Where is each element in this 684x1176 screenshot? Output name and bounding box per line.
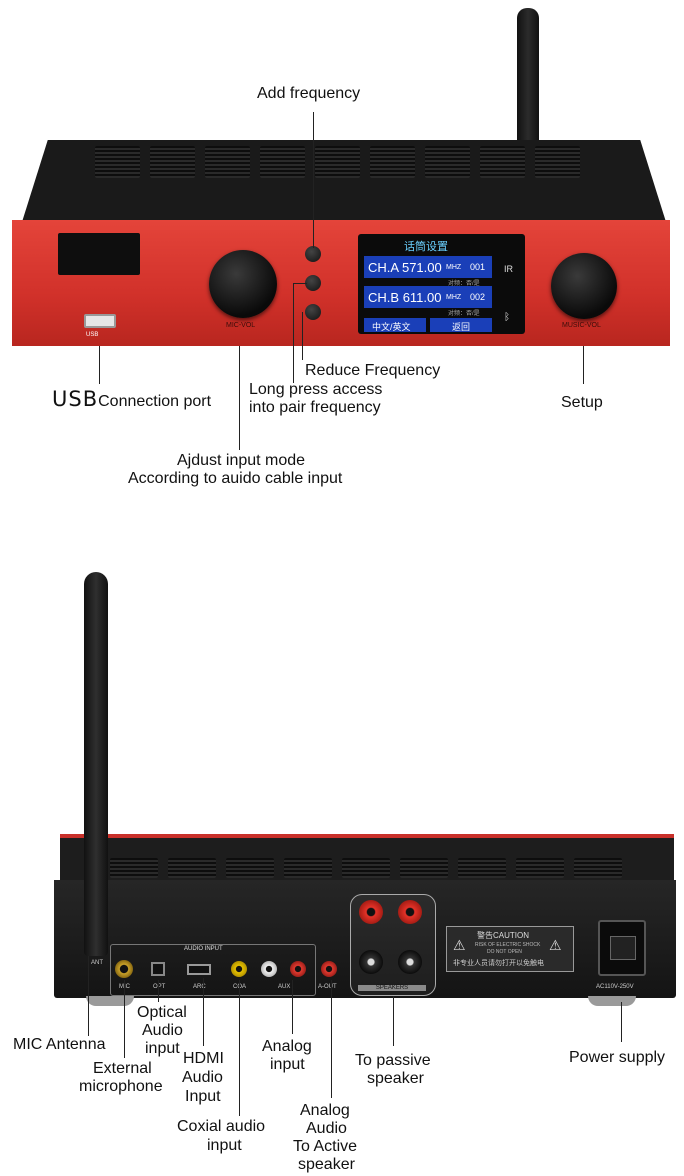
audio-input-label: AUDIO INPUT bbox=[184, 946, 223, 952]
annotation-ext-mic-1: External bbox=[93, 1060, 152, 1077]
optical-port[interactable] bbox=[151, 962, 165, 976]
screen-title: 话筒设置 bbox=[404, 241, 448, 253]
arc-label: ARC bbox=[193, 984, 206, 990]
music-vol-label: MUSIC-VOL bbox=[562, 322, 601, 329]
annotation-ext-mic-2: microphone bbox=[79, 1078, 163, 1095]
mic-vol-label: MIC-VOL bbox=[226, 322, 256, 329]
annotation-hdmi-2: Audio bbox=[182, 1069, 223, 1086]
ch-b-label: CH.B bbox=[368, 290, 400, 305]
hdmi-port[interactable] bbox=[187, 964, 211, 975]
speaker-post-black-right[interactable] bbox=[398, 950, 422, 974]
annotation-passive-2: speaker bbox=[367, 1070, 424, 1087]
ir-indicator: IR bbox=[504, 264, 513, 274]
annotation-usb-rest: Connection port bbox=[98, 393, 212, 410]
annotation-adjust-2: According to auido cable input bbox=[128, 470, 343, 487]
mic-vol-knob[interactable] bbox=[209, 250, 277, 318]
lcd-screen: 话筒设置 CH.A 571.00 MHZ 001 对频：否/是 CH.B 611… bbox=[358, 234, 525, 334]
coaxial-jack[interactable] bbox=[231, 961, 247, 977]
caution-title: 警告CAUTION bbox=[477, 931, 529, 940]
annotation-mic-antenna: MIC Antenna bbox=[13, 1036, 106, 1053]
caution-label: ⚠ ⚠ 警告CAUTION RISK OF ELECTRIC SHOCK DO … bbox=[446, 926, 574, 972]
annotation-long-press-2: into pair frequency bbox=[249, 399, 381, 416]
annotation-adjust-1: Ajdust input mode bbox=[177, 452, 306, 469]
annotation-hdmi-3: Input bbox=[185, 1088, 221, 1105]
annotation-hdmi-1: HDMI bbox=[183, 1050, 224, 1067]
reduce-frequency-button[interactable] bbox=[305, 304, 321, 320]
caution-chinese: 非专业人员请勿打开以免触电 bbox=[453, 960, 544, 967]
aux-jack-red[interactable] bbox=[290, 961, 306, 977]
annotation-passive-1: To passive bbox=[355, 1052, 431, 1069]
aux-label: AUX bbox=[278, 984, 291, 990]
ch-a-num: 001 bbox=[470, 262, 486, 272]
annotation-usb: USBConnection port bbox=[52, 387, 212, 411]
ch-a-unit: MHZ bbox=[446, 264, 462, 271]
power-rating-label: AC110V-250V bbox=[596, 984, 634, 990]
annotation-setup: Setup bbox=[561, 394, 603, 411]
mic-jack[interactable] bbox=[115, 960, 133, 978]
speaker-post-black-left[interactable] bbox=[359, 950, 383, 974]
power-inlet[interactable] bbox=[598, 920, 646, 976]
annotation-optical-1: Optical bbox=[137, 1004, 187, 1021]
front-antenna bbox=[517, 8, 539, 142]
annotation-coax-1: Coxial audio bbox=[177, 1118, 266, 1135]
bluetooth-icon: ᛒ bbox=[504, 312, 510, 323]
annotation-analog-2: input bbox=[270, 1056, 305, 1073]
ch-b-sub: 对频：否/是 bbox=[448, 311, 480, 317]
add-frequency-button[interactable] bbox=[305, 246, 321, 262]
annotation-analog-1: Analog bbox=[262, 1038, 312, 1055]
opt-label: OPT bbox=[153, 984, 166, 990]
caution-line-2: DO NOT OPEN bbox=[487, 949, 522, 955]
warning-triangle-icon-right: ⚠ bbox=[549, 937, 562, 953]
screen-btn-left: 中文/英文 bbox=[372, 322, 411, 332]
annotation-usb-big: USB bbox=[52, 387, 99, 411]
annotation-add-frequency: Add frequency bbox=[257, 85, 361, 102]
annotation-aout-2: Audio bbox=[306, 1120, 347, 1137]
annotation-aout-3: To Active bbox=[293, 1138, 358, 1155]
annotation-reduce-frequency: Reduce Frequency bbox=[305, 362, 441, 379]
usb-panel-label: USB bbox=[86, 332, 99, 338]
ch-a-label: CH.A bbox=[368, 260, 399, 275]
screen-btn-right: 返回 bbox=[452, 322, 471, 332]
warning-triangle-icon: ⚠ bbox=[453, 937, 466, 953]
speaker-post-red-right[interactable] bbox=[398, 900, 422, 924]
ch-a-sub: 对频：否/是 bbox=[448, 281, 480, 287]
ch-b-freq: 611.00 bbox=[402, 290, 442, 305]
speakers-label: SPEAKERS bbox=[358, 985, 426, 991]
rear-antenna bbox=[84, 572, 108, 956]
annotation-long-press-1: Long press access bbox=[249, 381, 383, 398]
audio-input-panel bbox=[110, 944, 316, 996]
annotation-optical-3: input bbox=[145, 1040, 180, 1057]
music-vol-knob[interactable] bbox=[551, 253, 617, 319]
caution-line-1: RISK OF ELECTRIC SHOCK bbox=[475, 942, 541, 948]
annotation-optical-2: Audio bbox=[142, 1022, 183, 1039]
ch-a-freq: 571.00 bbox=[401, 260, 442, 275]
ch-b-num: 002 bbox=[470, 292, 486, 302]
ant-label: ANT bbox=[91, 960, 103, 966]
speaker-post-red-left[interactable] bbox=[359, 900, 383, 924]
pair-frequency-button[interactable] bbox=[305, 275, 321, 291]
annotation-coax-2: input bbox=[207, 1137, 242, 1154]
ch-b-unit: MHZ bbox=[446, 294, 462, 301]
annotation-aout-4: speaker bbox=[298, 1156, 355, 1173]
a-out-label: A-OUT bbox=[318, 984, 337, 990]
usb-port[interactable] bbox=[84, 314, 116, 328]
a-out-jack[interactable] bbox=[321, 961, 337, 977]
ir-window bbox=[58, 233, 140, 275]
aux-jack-white[interactable] bbox=[261, 961, 277, 977]
annotation-aout-1: Analog bbox=[300, 1102, 350, 1119]
annotation-power-supply: Power supply bbox=[569, 1049, 666, 1066]
